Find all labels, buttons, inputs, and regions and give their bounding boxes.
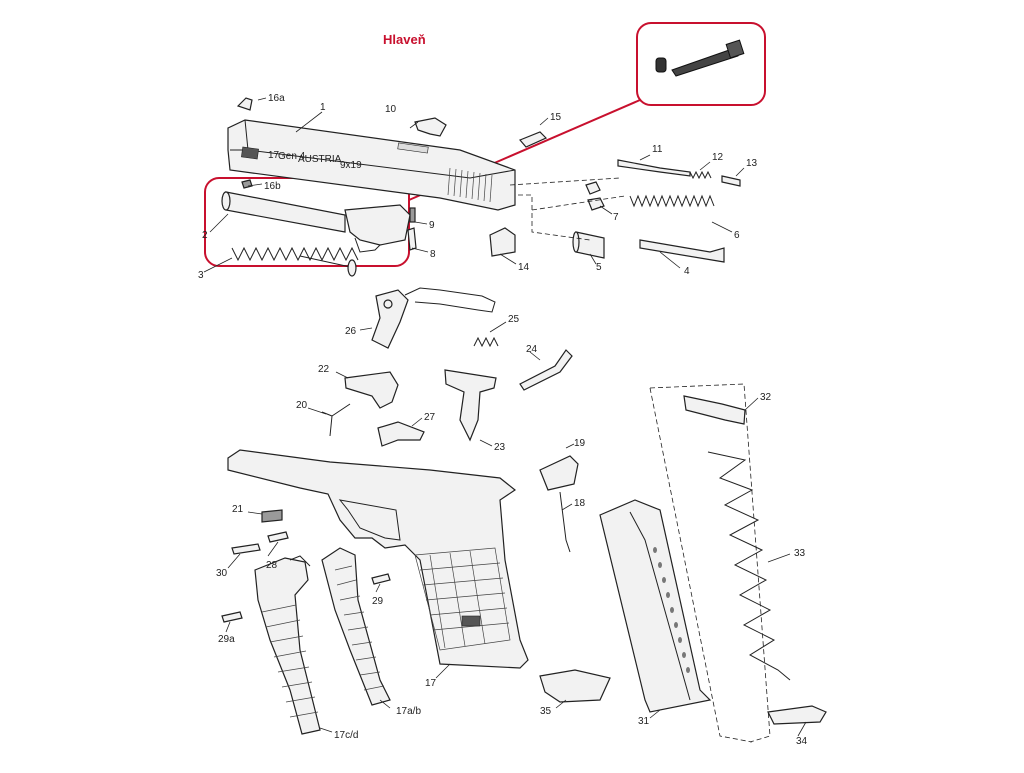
label-4: 4 xyxy=(684,266,690,277)
backstrap-pin xyxy=(371,573,391,585)
locking-block xyxy=(344,371,399,409)
label-34: 34 xyxy=(796,736,808,747)
magazine-follower xyxy=(683,395,746,425)
locking-block-pin xyxy=(321,403,351,437)
spacer-sleeve xyxy=(721,175,741,187)
label-21: 21 xyxy=(232,504,244,515)
firing-pin-safety-end xyxy=(572,231,580,253)
label-16a: 16a xyxy=(268,93,285,104)
slide: 17 Gen 4 AUSTRIA 9x19 xyxy=(227,119,516,211)
label-25: 25 xyxy=(508,314,520,325)
recoil-spring xyxy=(231,246,359,277)
spring-loaded-bearing xyxy=(407,227,417,251)
label-18: 18 xyxy=(574,498,586,509)
backstrap-large xyxy=(254,555,321,735)
firing-pin-safety-spring xyxy=(629,194,715,208)
label-8: 8 xyxy=(430,249,436,260)
label-29: 29 xyxy=(372,596,384,607)
trigger-pin xyxy=(261,509,283,523)
barrel-inset-box xyxy=(636,22,766,106)
label-20: 20 xyxy=(296,400,308,411)
label-17: 17 xyxy=(425,678,437,689)
label-9: 9 xyxy=(429,220,435,231)
label-13: 13 xyxy=(746,158,758,169)
magazine-group-outline-inner xyxy=(649,387,753,743)
label-5: 5 xyxy=(596,262,602,273)
label-3: 3 xyxy=(198,270,204,281)
locking-block-pin-small xyxy=(231,543,261,555)
label-22: 22 xyxy=(318,364,330,375)
label-1: 1 xyxy=(320,102,326,113)
magazine-group-outline xyxy=(649,383,771,743)
label-23: 23 xyxy=(494,442,506,453)
front-sight xyxy=(241,179,253,189)
magazine-spring xyxy=(707,451,791,681)
label-6: 6 xyxy=(734,230,740,241)
slide-lock-spring xyxy=(377,421,425,447)
barrel-inset-image xyxy=(655,39,745,77)
label-7: 7 xyxy=(613,212,619,223)
slide-marking-model: 17 xyxy=(268,150,280,161)
slide-lock xyxy=(414,117,447,137)
label-10: 10 xyxy=(385,104,397,115)
magazine-catch-spring xyxy=(559,491,571,553)
magazine-insert xyxy=(767,705,827,725)
slide-cover-plate xyxy=(489,227,516,257)
barrel xyxy=(221,191,411,253)
magazine-floor-plate xyxy=(539,669,611,703)
guide-line-b xyxy=(518,194,591,241)
label-29a: 29a xyxy=(218,634,235,645)
slide-marking-country: AUSTRIA xyxy=(298,154,342,165)
diagram-title: Hlaveň xyxy=(383,32,426,47)
label-28: 28 xyxy=(266,560,278,571)
label-32: 32 xyxy=(760,392,772,403)
label-15: 15 xyxy=(550,112,562,123)
guide-line-c xyxy=(531,195,626,211)
label-35: 35 xyxy=(540,706,552,717)
label-24: 24 xyxy=(526,344,538,355)
spring-cups xyxy=(585,181,601,195)
firing-pin xyxy=(617,159,691,177)
slide-marking-gen: Gen 4 xyxy=(278,151,306,162)
label-17ab: 17a/b xyxy=(396,706,421,717)
label-27: 27 xyxy=(424,412,436,423)
frame xyxy=(227,449,529,669)
label-11: 11 xyxy=(652,144,663,155)
label-12: 12 xyxy=(712,152,724,163)
magazine xyxy=(599,499,712,713)
label-33: 33 xyxy=(794,548,806,559)
extractor-plunger xyxy=(639,239,725,263)
extractor xyxy=(409,207,416,223)
slide-marking-caliber: 9x19 xyxy=(340,160,362,171)
label-31: 31 xyxy=(638,716,650,727)
extractor-depressor xyxy=(518,131,548,148)
trigger-spring xyxy=(473,336,499,348)
magazine-catch xyxy=(539,455,579,491)
rear-sight xyxy=(236,97,253,111)
label-17cd: 17c/d xyxy=(334,730,358,741)
slide-lock-lever xyxy=(519,349,573,391)
spring-cups-lower xyxy=(587,197,605,211)
leader-lines xyxy=(203,97,807,737)
backstrap-pin-long xyxy=(221,611,243,623)
label-16b: 16b xyxy=(264,181,281,192)
label-26: 26 xyxy=(345,326,357,337)
label-30: 30 xyxy=(216,568,228,579)
label-14: 14 xyxy=(518,262,530,273)
guide-line-a xyxy=(509,177,621,186)
firing-pin-spring xyxy=(689,170,712,180)
trigger-mechanism-housing xyxy=(371,287,496,349)
label-19: 19 xyxy=(574,438,586,449)
trigger-housing-pin xyxy=(267,531,289,543)
label-2: 2 xyxy=(202,230,208,241)
backstrap-medium xyxy=(321,547,391,706)
trigger-housing xyxy=(444,369,497,442)
